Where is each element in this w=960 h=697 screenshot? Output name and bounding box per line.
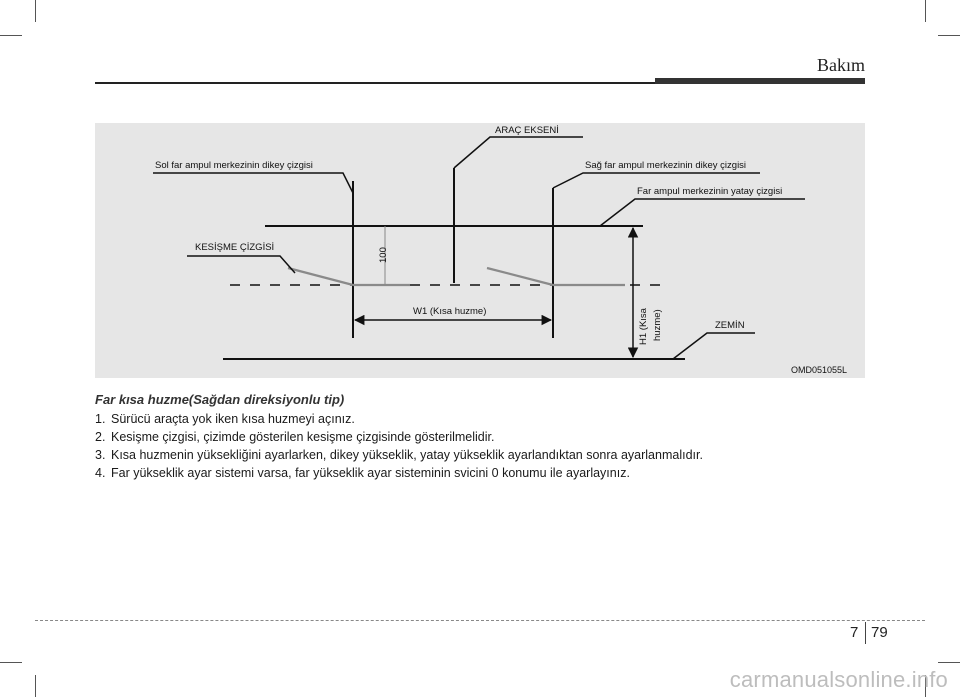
leader-ground xyxy=(672,332,755,360)
headlamp-aim-diagram: ARAÇ EKSENİ Sol far ampul merkezinin dik… xyxy=(95,123,865,378)
label-right-vertical: Sağ far ampul merkezinin dikey çizgisi xyxy=(585,160,747,171)
leader-intersection xyxy=(187,255,296,274)
chapter-number: 7 xyxy=(850,624,859,641)
page-number: 79 xyxy=(871,624,888,641)
list-item: 3. Kısa huzmenin yüksekliğini ayarlarken,… xyxy=(95,446,703,464)
label-left-vertical: Sol far ampul merkezinin dikey çizgisi xyxy=(155,160,313,171)
leader-horizontal xyxy=(599,198,805,227)
list-item: 2. Kesişme çizgisi, çizimde gösterilen ke… xyxy=(95,428,703,446)
label-intersection: KESİŞME ÇİZGİSİ xyxy=(195,242,275,253)
step-text: Kısa huzmenin yüksekliğini ayarlarken, d… xyxy=(111,448,703,462)
step-number: 1. xyxy=(95,412,106,426)
label-ground: ZEMİN xyxy=(715,320,745,331)
left-cutoff-line xyxy=(287,266,354,287)
section-title: Bakım xyxy=(817,55,865,75)
list-item: 4. Far yükseklik ayar sistemi varsa, far … xyxy=(95,464,703,482)
crop-mark xyxy=(0,662,22,663)
crop-mark xyxy=(35,0,36,22)
label-vehicle-axis: ARAÇ EKSENİ xyxy=(495,125,559,136)
crop-mark xyxy=(0,35,22,36)
step-text: Kesişme çizgisi, çizimde gösterilen kesi… xyxy=(111,430,495,444)
crop-mark xyxy=(925,0,926,22)
figure-code: OMD051055L xyxy=(791,365,848,375)
diagram-drawing xyxy=(153,136,805,360)
instruction-list: 1. Sürücü araçta yok iken kısa huzmeyi aç… xyxy=(95,410,703,482)
leader-vehicle-axis xyxy=(453,136,583,169)
figure-caption: Far kısa huzme(Sağdan direksiyonlu tip) xyxy=(95,392,345,407)
right-cutoff-line xyxy=(486,266,554,287)
label-h1-line1: H1 (Kısa xyxy=(638,308,649,345)
footer-separator xyxy=(865,622,866,644)
label-dim-100: 100 xyxy=(378,247,389,263)
crop-mark xyxy=(35,675,36,697)
label-h1-line2: huzme) xyxy=(652,309,663,341)
leader-right-vertical xyxy=(552,172,760,189)
footer-rule xyxy=(35,620,925,621)
label-w1: W1 (Kısa huzme) xyxy=(413,306,487,317)
step-number: 4. xyxy=(95,466,106,480)
leader-left-vertical xyxy=(153,172,354,194)
list-item: 1. Sürücü araçta yok iken kısa huzmeyi aç… xyxy=(95,410,703,428)
step-number: 2. xyxy=(95,430,106,444)
label-horizontal: Far ampul merkezinin yatay çizgisi xyxy=(637,186,783,197)
crop-mark xyxy=(938,662,960,663)
crop-mark xyxy=(938,35,960,36)
watermark: carmanualsonline.info xyxy=(729,667,948,692)
step-number: 3. xyxy=(95,448,106,462)
header-rule xyxy=(95,82,865,84)
crop-mark xyxy=(925,675,926,697)
header-bar xyxy=(655,78,865,84)
step-text: Far yükseklik ayar sistemi varsa, far yü… xyxy=(111,466,630,480)
step-text: Sürücü araçta yok iken kısa huzmeyi açın… xyxy=(111,412,355,426)
